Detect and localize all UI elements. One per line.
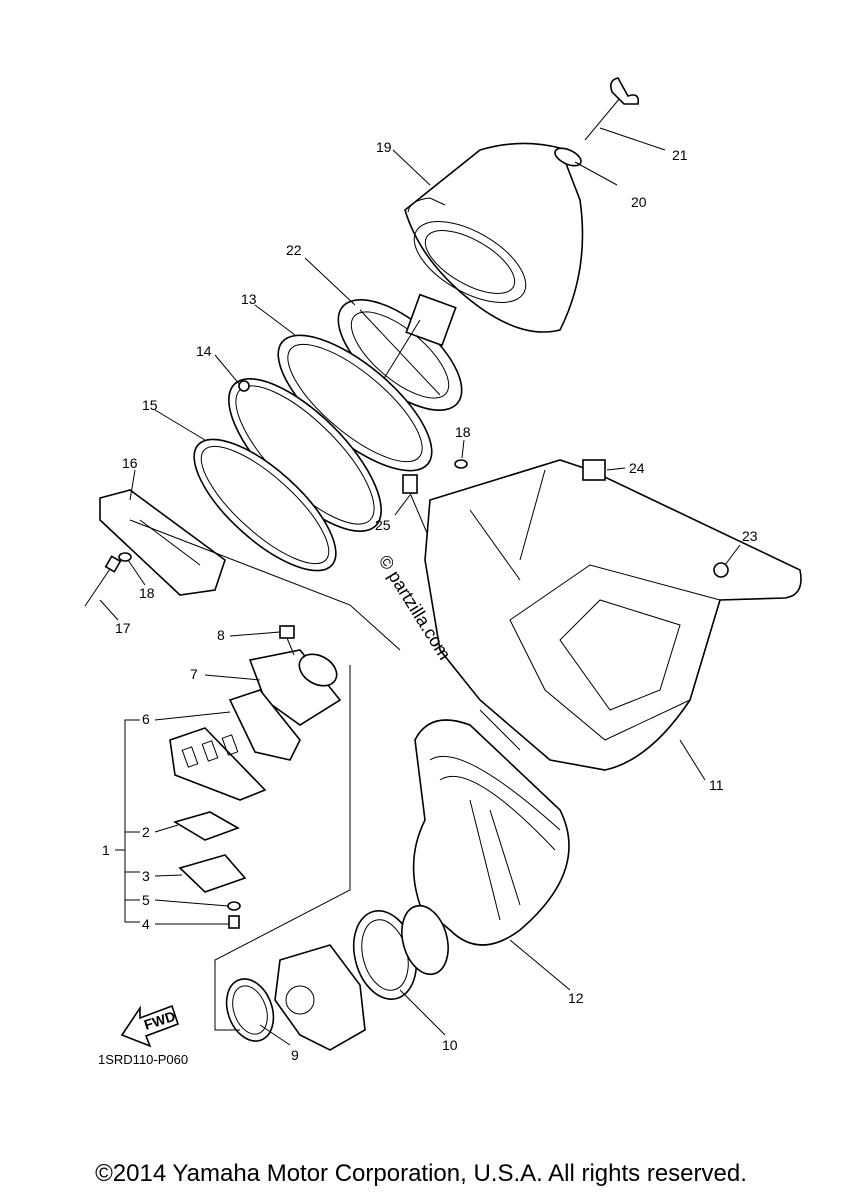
label-14: 14 <box>196 343 212 359</box>
reed-petal-2 <box>173 811 240 841</box>
washer-18-top <box>454 459 468 469</box>
group-bracket <box>115 719 140 923</box>
label-16: 16 <box>122 455 138 471</box>
label-11: 11 <box>709 777 724 793</box>
label-9: 9 <box>291 1047 299 1063</box>
screw-4 <box>228 915 240 929</box>
label-20: 20 <box>631 194 647 210</box>
washer-5 <box>227 901 241 911</box>
label-2: 2 <box>142 824 150 840</box>
label-24: 24 <box>629 460 645 476</box>
label-12: 12 <box>568 990 584 1006</box>
part-labels: 19 21 20 22 13 14 15 18 24 16 25 23 18 1… <box>102 139 758 1063</box>
label-21: 21 <box>672 147 688 163</box>
washer-18-left <box>118 552 132 562</box>
label-18-top: 18 <box>455 424 471 440</box>
cover-plate-16 <box>99 489 226 596</box>
label-3: 3 <box>142 868 150 884</box>
label-18-left: 18 <box>139 585 155 601</box>
label-23: 23 <box>742 528 758 544</box>
bolt-8 <box>279 625 295 656</box>
label-7: 7 <box>190 666 198 682</box>
clamp-10 <box>352 904 449 1000</box>
label-22: 22 <box>286 242 302 258</box>
screw-17 <box>84 555 122 607</box>
label-10: 10 <box>442 1037 458 1053</box>
intake-joint <box>412 719 570 946</box>
copyright-notice: ©2014 Yamaha Motor Corporation, U.S.A. A… <box>95 1160 747 1187</box>
wing-bolt <box>584 77 640 141</box>
label-17: 17 <box>115 620 131 636</box>
air-filter-element <box>404 142 584 333</box>
fwd-arrow-icon: FWD <box>120 1004 180 1048</box>
clamp-9 <box>225 978 275 1042</box>
label-5: 5 <box>142 892 150 908</box>
washer-20 <box>554 147 582 167</box>
diagram-code: 1SRD110-P060 <box>98 1052 189 1067</box>
reed-valve-6 <box>169 689 301 801</box>
label-19: 19 <box>376 139 392 155</box>
air-filter-case <box>424 459 802 771</box>
leader-lines <box>99 127 741 1046</box>
assembly-lines <box>129 519 521 1031</box>
label-8: 8 <box>217 627 225 643</box>
label-1: 1 <box>102 842 110 858</box>
label-4: 4 <box>142 916 150 932</box>
label-6: 6 <box>142 711 150 727</box>
label-25: 25 <box>375 517 391 533</box>
reed-stopper-3 <box>178 854 247 893</box>
seal-ring-15 <box>193 438 337 572</box>
label-13: 13 <box>241 291 257 307</box>
carburetor <box>274 944 366 1051</box>
label-15: 15 <box>142 397 158 413</box>
